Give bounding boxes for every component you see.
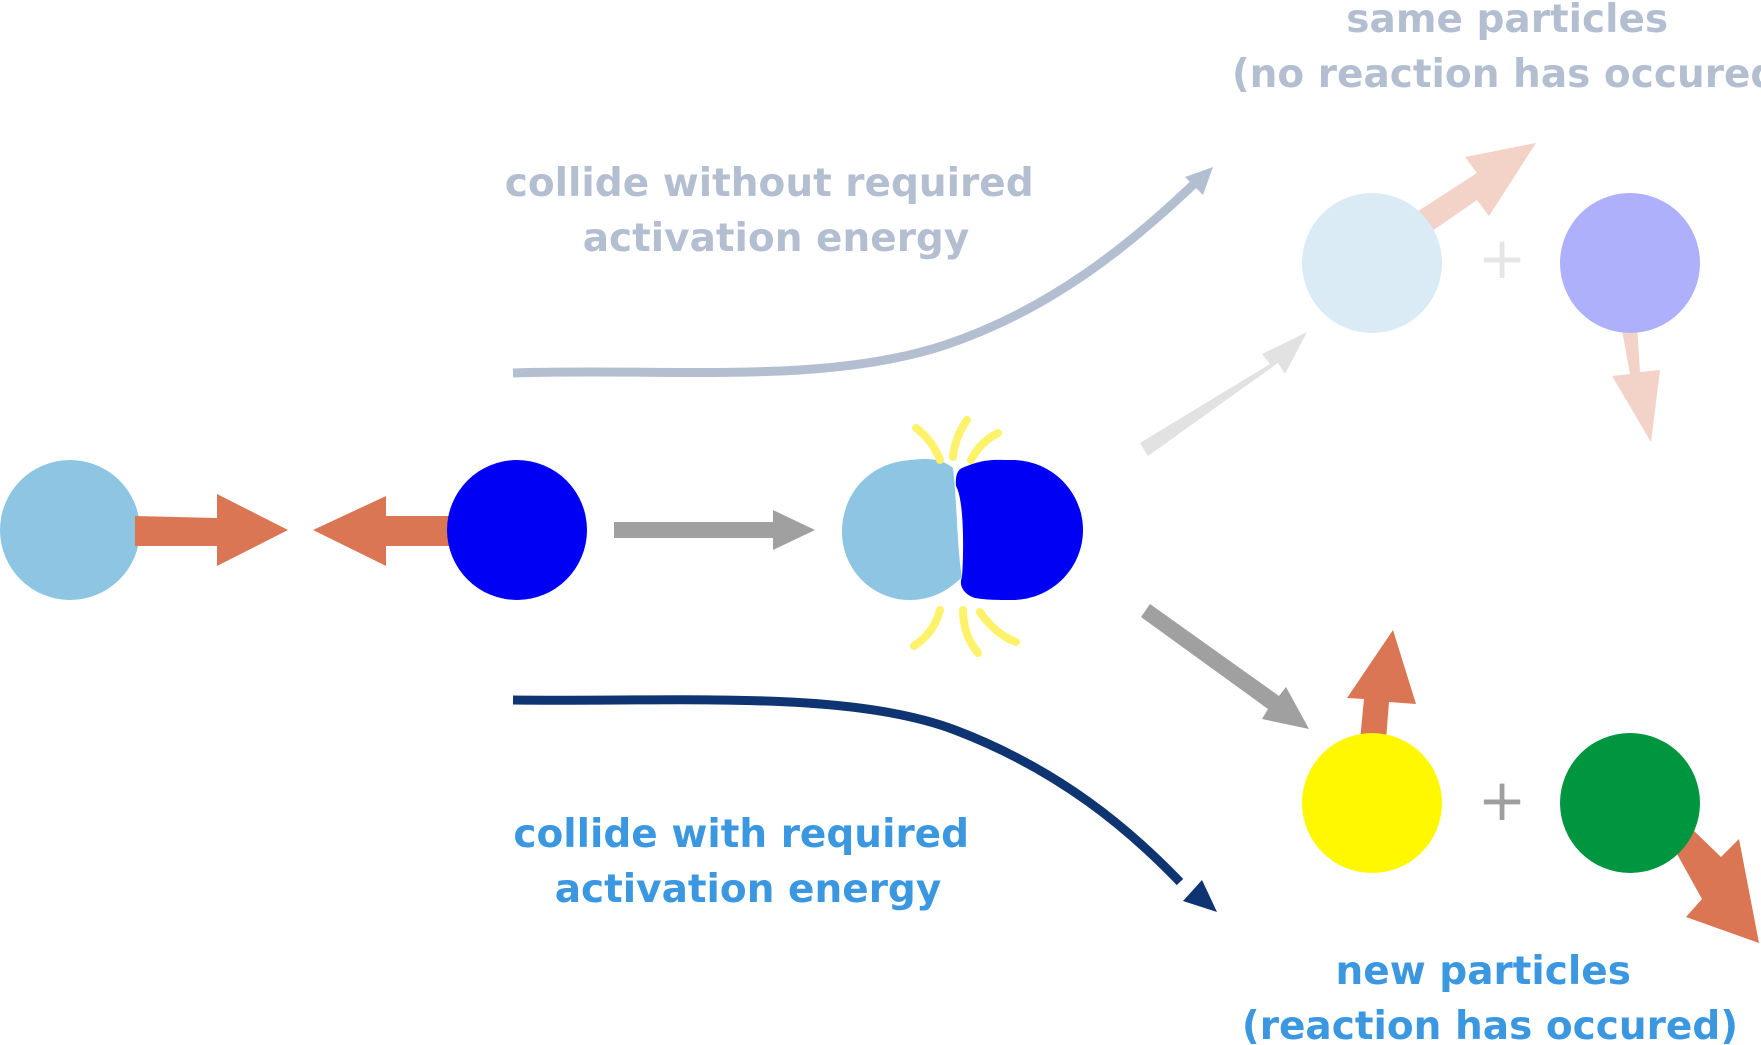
new-particles-group: + [1302, 630, 1759, 943]
fail-path-label-line-1: collide without required [505, 161, 1034, 206]
new-particle-a [1302, 733, 1442, 873]
to-same-particles-arrow [1140, 332, 1307, 456]
reactant-a-motion-arrow [135, 494, 288, 566]
colliding-particle-b [955, 459, 1083, 600]
success-path-label-line-2: activation energy [555, 867, 942, 912]
new-particles-label-line-1: new particles [1335, 949, 1630, 994]
same-particle-a [1302, 193, 1442, 333]
same-particle-a-motion-arrow [1412, 143, 1536, 236]
fail-path-arrowhead [1185, 167, 1213, 195]
collision-spark-icon [910, 416, 1020, 657]
same-particles-group: + [1302, 143, 1700, 442]
same-particle-b-motion-arrow [1612, 325, 1660, 442]
new-particle-b-motion-arrow [1672, 827, 1759, 943]
new-particles-label: new particles (reaction has occured) [1242, 949, 1738, 1045]
fail-path-arrow [512, 179, 1199, 378]
reactant-b-particle [447, 460, 587, 600]
same-particle-b [1560, 193, 1700, 333]
fail-path-label: collide without required activation ener… [505, 161, 1047, 261]
new-particle-a-motion-arrow [1347, 630, 1416, 740]
reactants-approaching [0, 460, 587, 600]
same-particles-label: same particles (no reaction has occured) [1232, 0, 1761, 97]
same-particles-label-line-1: same particles [1346, 0, 1668, 42]
new-plus-sign: + [1478, 766, 1527, 834]
reactant-b-motion-arrow [313, 496, 455, 566]
same-particles-label-line-2: (no reaction has occured) [1232, 52, 1761, 97]
same-plus-sign: + [1478, 224, 1527, 292]
fail-path-label-line-2: activation energy [583, 216, 970, 261]
to-new-particles-arrow [1141, 604, 1309, 729]
collision [842, 416, 1083, 657]
success-path-arrowhead [1183, 880, 1217, 912]
new-particles-label-line-2: (reaction has occured) [1242, 1004, 1738, 1045]
reactant-a-particle [0, 460, 140, 600]
success-path-arrow [512, 695, 1184, 886]
to-collision-arrow [614, 510, 815, 550]
success-path-label: collide with required activation energy [513, 812, 982, 912]
success-path-label-line-1: collide with required [513, 812, 969, 857]
new-particle-b [1560, 733, 1700, 873]
colliding-particle-a [842, 459, 962, 600]
